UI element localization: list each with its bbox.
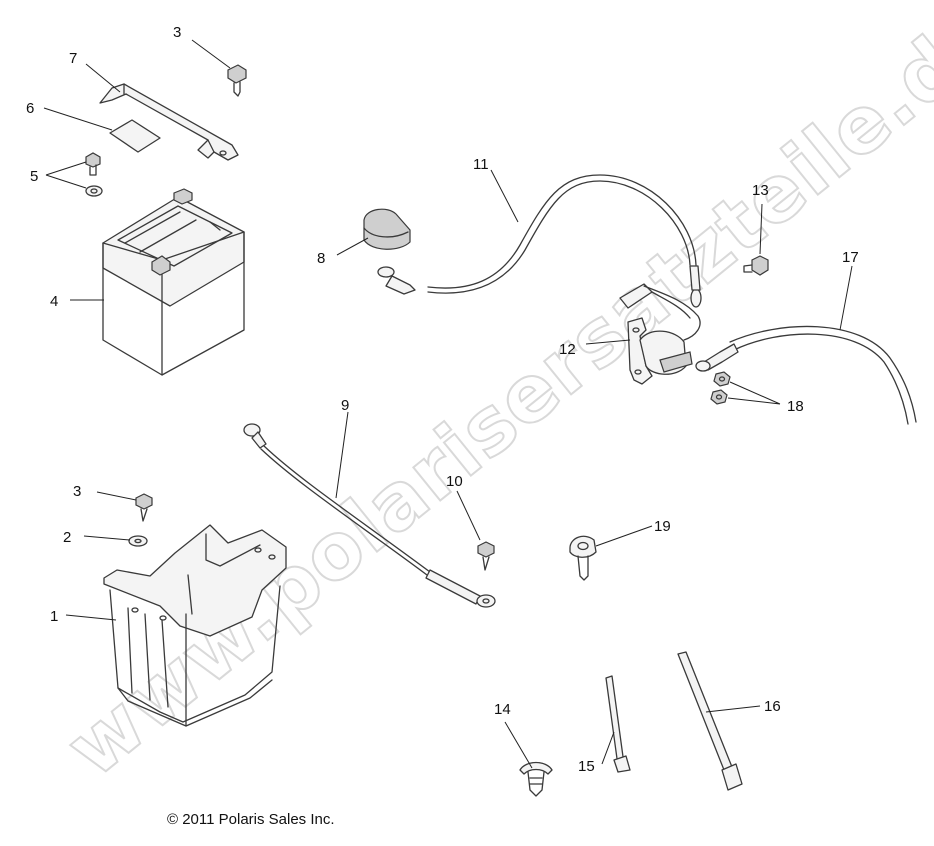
callout-1: 1 — [50, 608, 58, 625]
callout-17: 17 — [842, 249, 859, 266]
callout-4: 4 — [50, 293, 58, 310]
screw-top — [227, 64, 247, 97]
callout-11: 11 — [473, 156, 489, 173]
callout-14: 14 — [494, 701, 511, 718]
starter-solenoid — [619, 283, 701, 385]
callout-9: 9 — [341, 397, 349, 414]
callout-12: 12 — [559, 341, 576, 358]
callout-10: 10 — [446, 473, 463, 490]
callout-8: 8 — [317, 250, 325, 267]
negative-cable — [243, 423, 496, 608]
ground-screw — [477, 541, 495, 571]
copyright-notice: © 2011 Polaris Sales Inc. — [167, 811, 335, 828]
starter-bolt — [743, 255, 769, 276]
wire-clip — [519, 761, 553, 797]
cable-tie-large — [677, 651, 743, 791]
callout-15: 15 — [578, 758, 595, 775]
terminal-boot — [363, 208, 411, 250]
callout-18: 18 — [787, 398, 804, 415]
battery-bracket — [99, 83, 239, 161]
cable-tie-small — [605, 675, 631, 773]
push-rivet — [569, 535, 597, 581]
battery-box — [103, 524, 287, 727]
terminal-bolt — [85, 152, 103, 197]
callout-19: 19 — [654, 518, 671, 535]
callout-3-top: 3 — [173, 24, 181, 41]
battery — [102, 188, 245, 376]
starter-cable — [695, 325, 917, 425]
callout-16: 16 — [764, 698, 781, 715]
battery-label — [109, 119, 161, 153]
callout-2: 2 — [63, 529, 71, 546]
callout-5: 5 — [30, 168, 38, 185]
callout-7: 7 — [69, 50, 77, 67]
screw-lower — [135, 493, 153, 522]
positive-cable — [377, 174, 702, 308]
leader-lines — [43, 39, 853, 769]
callout-3-lower: 3 — [73, 483, 81, 500]
callout-6: 6 — [26, 100, 34, 117]
hex-nuts — [710, 371, 731, 405]
washer — [128, 535, 148, 547]
callout-13: 13 — [752, 182, 769, 199]
callout-labels: 3 7 6 5 4 8 11 12 13 17 18 9 10 19 3 2 1… — [26, 24, 859, 775]
